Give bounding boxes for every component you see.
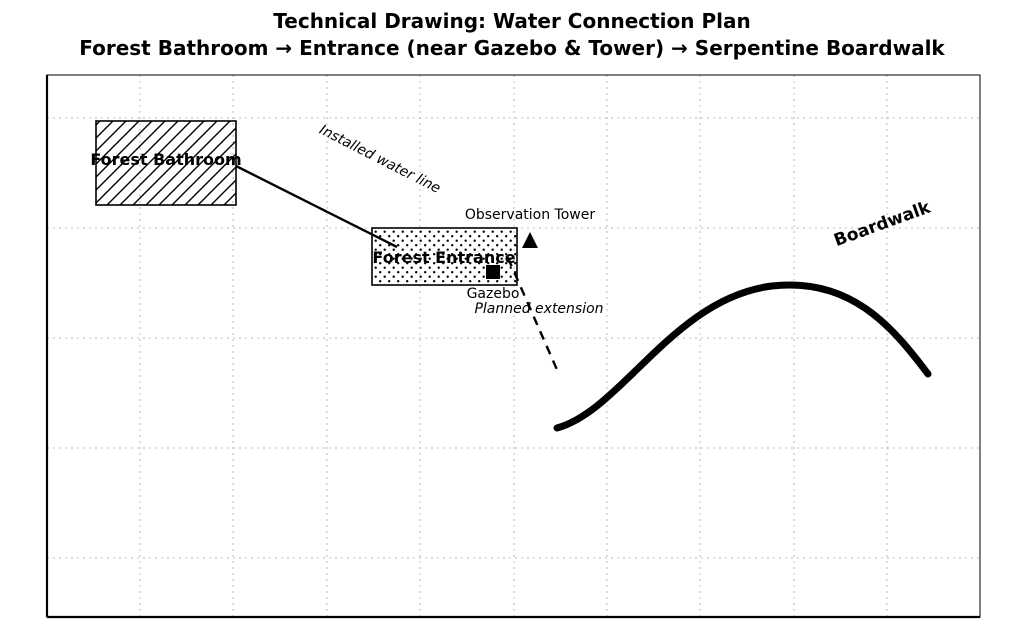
forest-bathroom-building: Forest Bathroom	[90, 120, 242, 206]
installed-water-line-label: Installed water line	[317, 122, 443, 197]
boardwalk-curve	[553, 281, 932, 432]
planned-extension-label: Planned extension	[474, 301, 603, 317]
title-line-1: Technical Drawing: Water Connection Plan	[273, 9, 750, 33]
title-line-2: Forest Bathroom → Entrance (near Gazebo …	[79, 36, 945, 60]
observation-tower-label: Observation Tower	[465, 207, 596, 223]
installed-water-line	[235, 164, 398, 249]
forest-bathroom-label: Forest Bathroom	[90, 150, 241, 169]
axes-spines	[45, 74, 981, 619]
gazebo: Gazebo	[467, 265, 520, 302]
observation-tower-triangle-icon	[522, 232, 538, 248]
gazebo-label: Gazebo	[467, 286, 520, 302]
forest-entrance-label: Forest Entrance	[372, 248, 515, 267]
observation-tower: Observation Tower	[465, 207, 596, 248]
gazebo-square-icon	[486, 265, 500, 279]
boardwalk-label: Boardwalk	[831, 197, 933, 251]
